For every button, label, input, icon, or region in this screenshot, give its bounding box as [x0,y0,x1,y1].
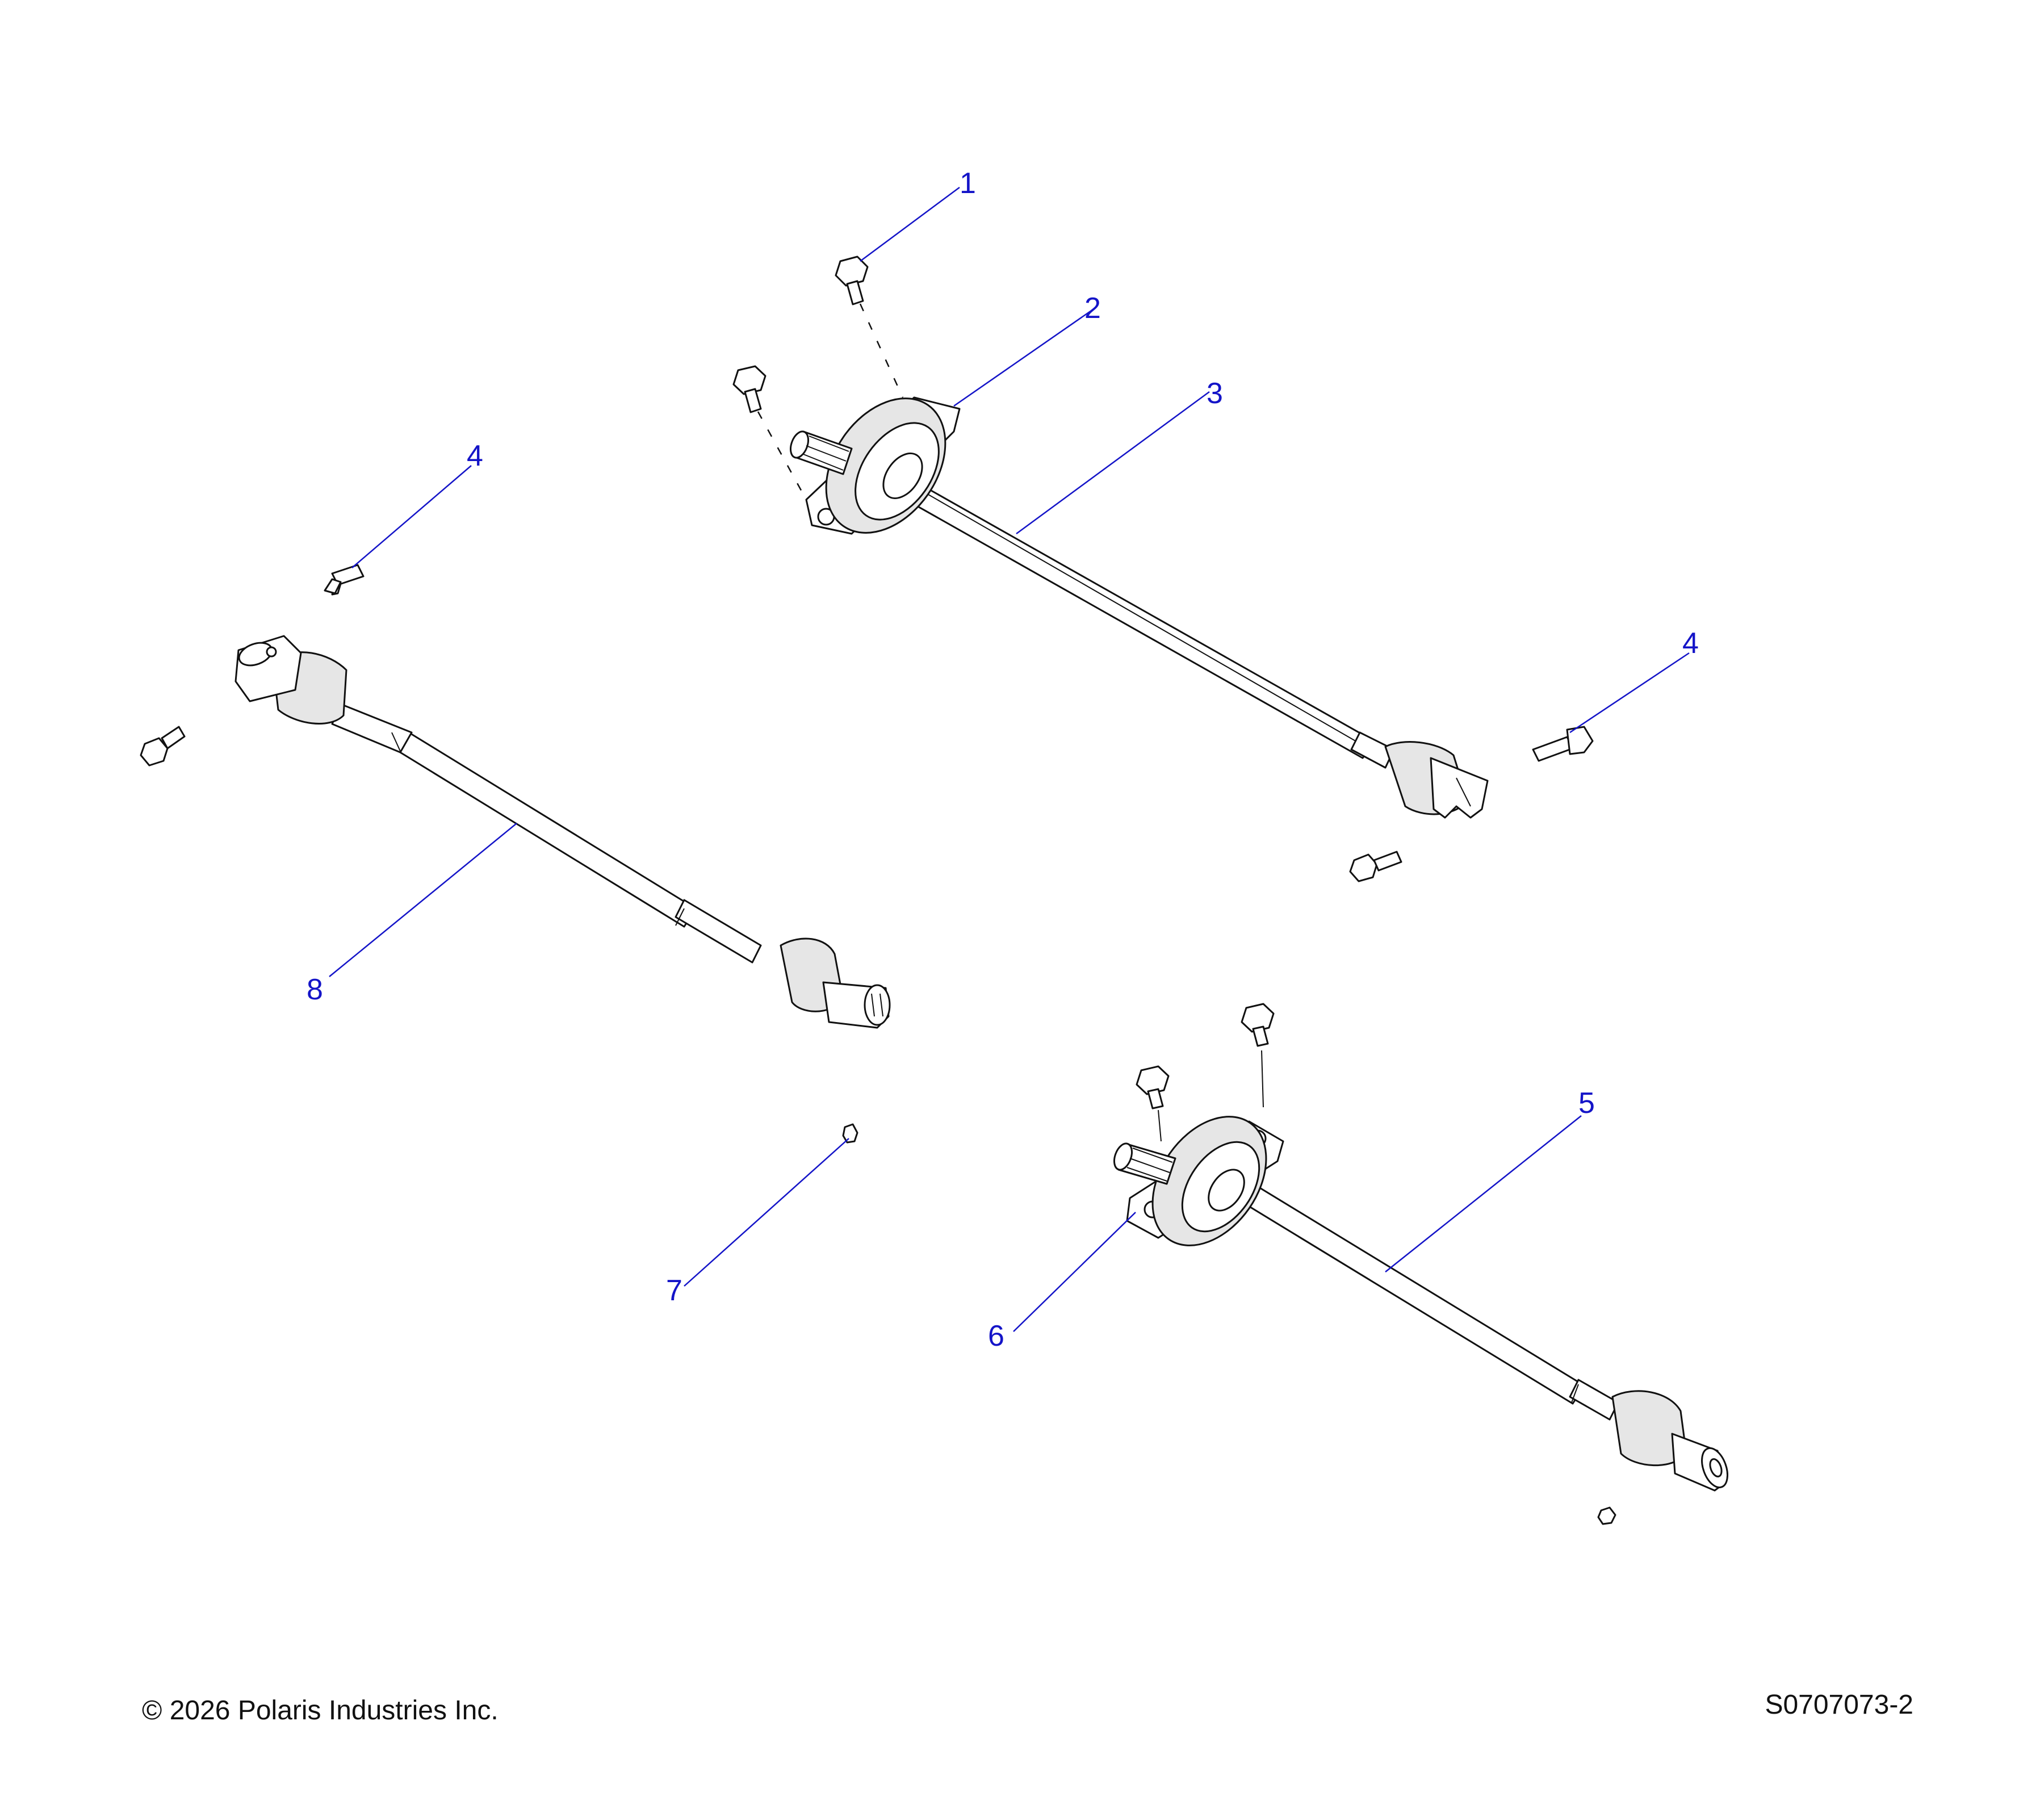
bolt-left-shaft-front [140,726,186,767]
callout-7: 7 [666,1274,682,1307]
callout-leaders [329,186,1690,1332]
lower-prop-shaft-assembly [1113,1003,1728,1492]
upper-shaft-neck [1350,731,1395,769]
callout-1: 1 [960,167,976,200]
leader-3 [1016,391,1210,535]
leader-7 [684,1138,849,1287]
leader-6 [1013,1212,1136,1332]
callout-2: 2 [1084,292,1101,325]
leader-4b [1569,652,1690,734]
bolt-upper-yoke-lower [1349,851,1402,882]
bolt-upper-bearing-left [732,365,807,500]
upper-shaft-tube [885,470,1375,759]
left-shaft-tube [396,731,697,928]
callout-5: 5 [1578,1087,1595,1120]
lower-shaft-rear-joint [1611,1390,1728,1492]
leader-1 [860,186,960,262]
left-shaft-front-yoke [234,635,347,725]
lower-spline-stub [1113,1142,1176,1185]
grease-fitting-lower [1597,1506,1616,1525]
grease-fitting-part-7 [842,1123,858,1144]
left-shaft-rear-joint [780,937,891,1029]
bolt-part-4-left [324,564,365,596]
bolt-lower-bearing-right [1241,1003,1275,1108]
bolt-part-1 [835,256,904,398]
callout-3: 3 [1207,377,1223,410]
drawing-number: S0707073-2 [1765,1690,1913,1720]
leader-2 [953,308,1094,407]
bolt-lower-bearing-left [1136,1065,1170,1142]
callout-4-left: 4 [467,439,483,472]
lower-shaft-tube [1208,1163,1585,1405]
leader-4a [351,465,472,568]
callout-8: 8 [307,973,323,1006]
copyright-notice: © 2026 Polaris Industries Inc. [142,1695,499,1726]
callout-6: 6 [988,1320,1004,1353]
lower-bearing-support [1126,1116,1284,1246]
left-prop-shaft-assembly [234,635,891,1029]
bolt-part-4-right [1532,726,1594,762]
upper-spline-stub [789,430,853,475]
leader-5 [1385,1115,1582,1272]
upper-shaft-rear-yoke [1384,741,1489,819]
upper-bearing-support [805,396,961,535]
callout-4-right: 4 [1682,627,1699,660]
upper-prop-shaft-assembly [732,256,1489,819]
callout-labels: 1 2 3 4 4 5 6 7 8 [307,167,1699,1353]
leader-8 [329,823,517,977]
